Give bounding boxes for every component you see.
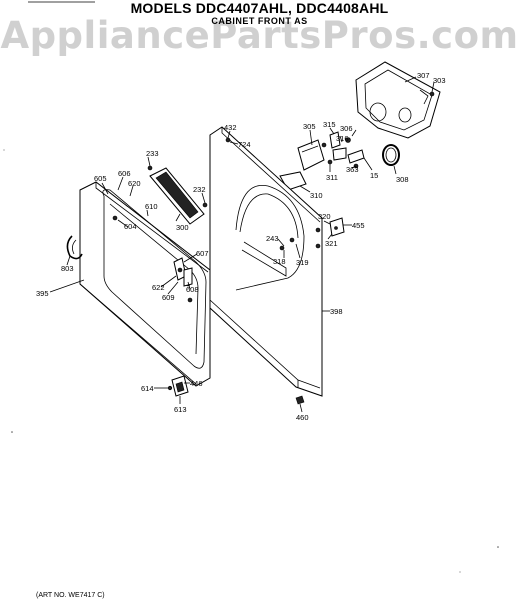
- callout-300: 300: [176, 223, 189, 232]
- callout-455: 455: [352, 221, 365, 230]
- callout-620: 620: [128, 179, 141, 188]
- diagram-subtitle: CABINET FRONT AS: [211, 16, 308, 26]
- hinge-607-608: [173, 257, 193, 287]
- callout-319: 319: [296, 258, 309, 267]
- bearing-bracket-307: [355, 61, 441, 139]
- callout-305: 305: [303, 122, 316, 131]
- callout-610: 610: [145, 202, 158, 211]
- watermark: AppliancePartsPros.com: [0, 14, 519, 57]
- strike-455: [329, 217, 345, 237]
- callout-318: 318: [273, 257, 286, 266]
- callout-803: 803: [61, 264, 74, 273]
- callout-606: 606: [118, 169, 131, 178]
- callout-320: 320: [318, 212, 331, 221]
- screw-460: [295, 395, 305, 405]
- callout-363: 363: [346, 165, 359, 174]
- latch-613-614: [167, 375, 189, 397]
- callout-398: 398: [330, 307, 343, 316]
- callout-446: 446: [190, 379, 203, 388]
- callout-724: 724: [238, 140, 251, 149]
- callout-243: 243: [266, 234, 279, 243]
- diagram-title: MODELS DDC4407AHL, DDC4408AHL: [130, 0, 389, 16]
- callout-232: 232: [193, 185, 206, 194]
- callout-604: 604: [124, 222, 137, 231]
- lint-filter-housing-300: [147, 165, 208, 225]
- callout-608: 608: [186, 285, 199, 294]
- callout-614: 614: [141, 384, 154, 393]
- felt-ring-308: [382, 144, 400, 166]
- callout-306: 306: [340, 124, 353, 133]
- callout-622: 622: [152, 283, 165, 292]
- callout-233: 233: [146, 149, 159, 158]
- callout-315: 315: [323, 120, 336, 129]
- callout-310: 310: [310, 191, 323, 200]
- scan-artifacts: [3, 149, 499, 573]
- callout-311: 311: [326, 173, 338, 182]
- callout-432: 432: [224, 123, 237, 132]
- callout-316: 316: [336, 134, 349, 143]
- callout-303: 303: [433, 76, 446, 85]
- door-panel-395: [79, 181, 211, 387]
- callout-613: 613: [174, 405, 187, 414]
- callout-15: 15: [370, 171, 378, 180]
- callout-308: 308: [396, 175, 409, 184]
- callout-609: 609: [162, 293, 175, 302]
- switch-parts-315-316: [327, 131, 365, 169]
- callout-607: 607: [196, 249, 209, 258]
- art-number: (ART NO. WE7417 C): [36, 592, 105, 599]
- callout-321: 321: [325, 239, 338, 248]
- callout-labels: 307 303 432 724 305 315 306 316 311 363 …: [36, 71, 446, 422]
- callout-605: 605: [94, 174, 107, 183]
- leader-lines: [49, 76, 435, 413]
- callout-307: 307: [417, 71, 430, 80]
- callout-460: 460: [296, 413, 309, 422]
- callout-395: 395: [36, 289, 49, 298]
